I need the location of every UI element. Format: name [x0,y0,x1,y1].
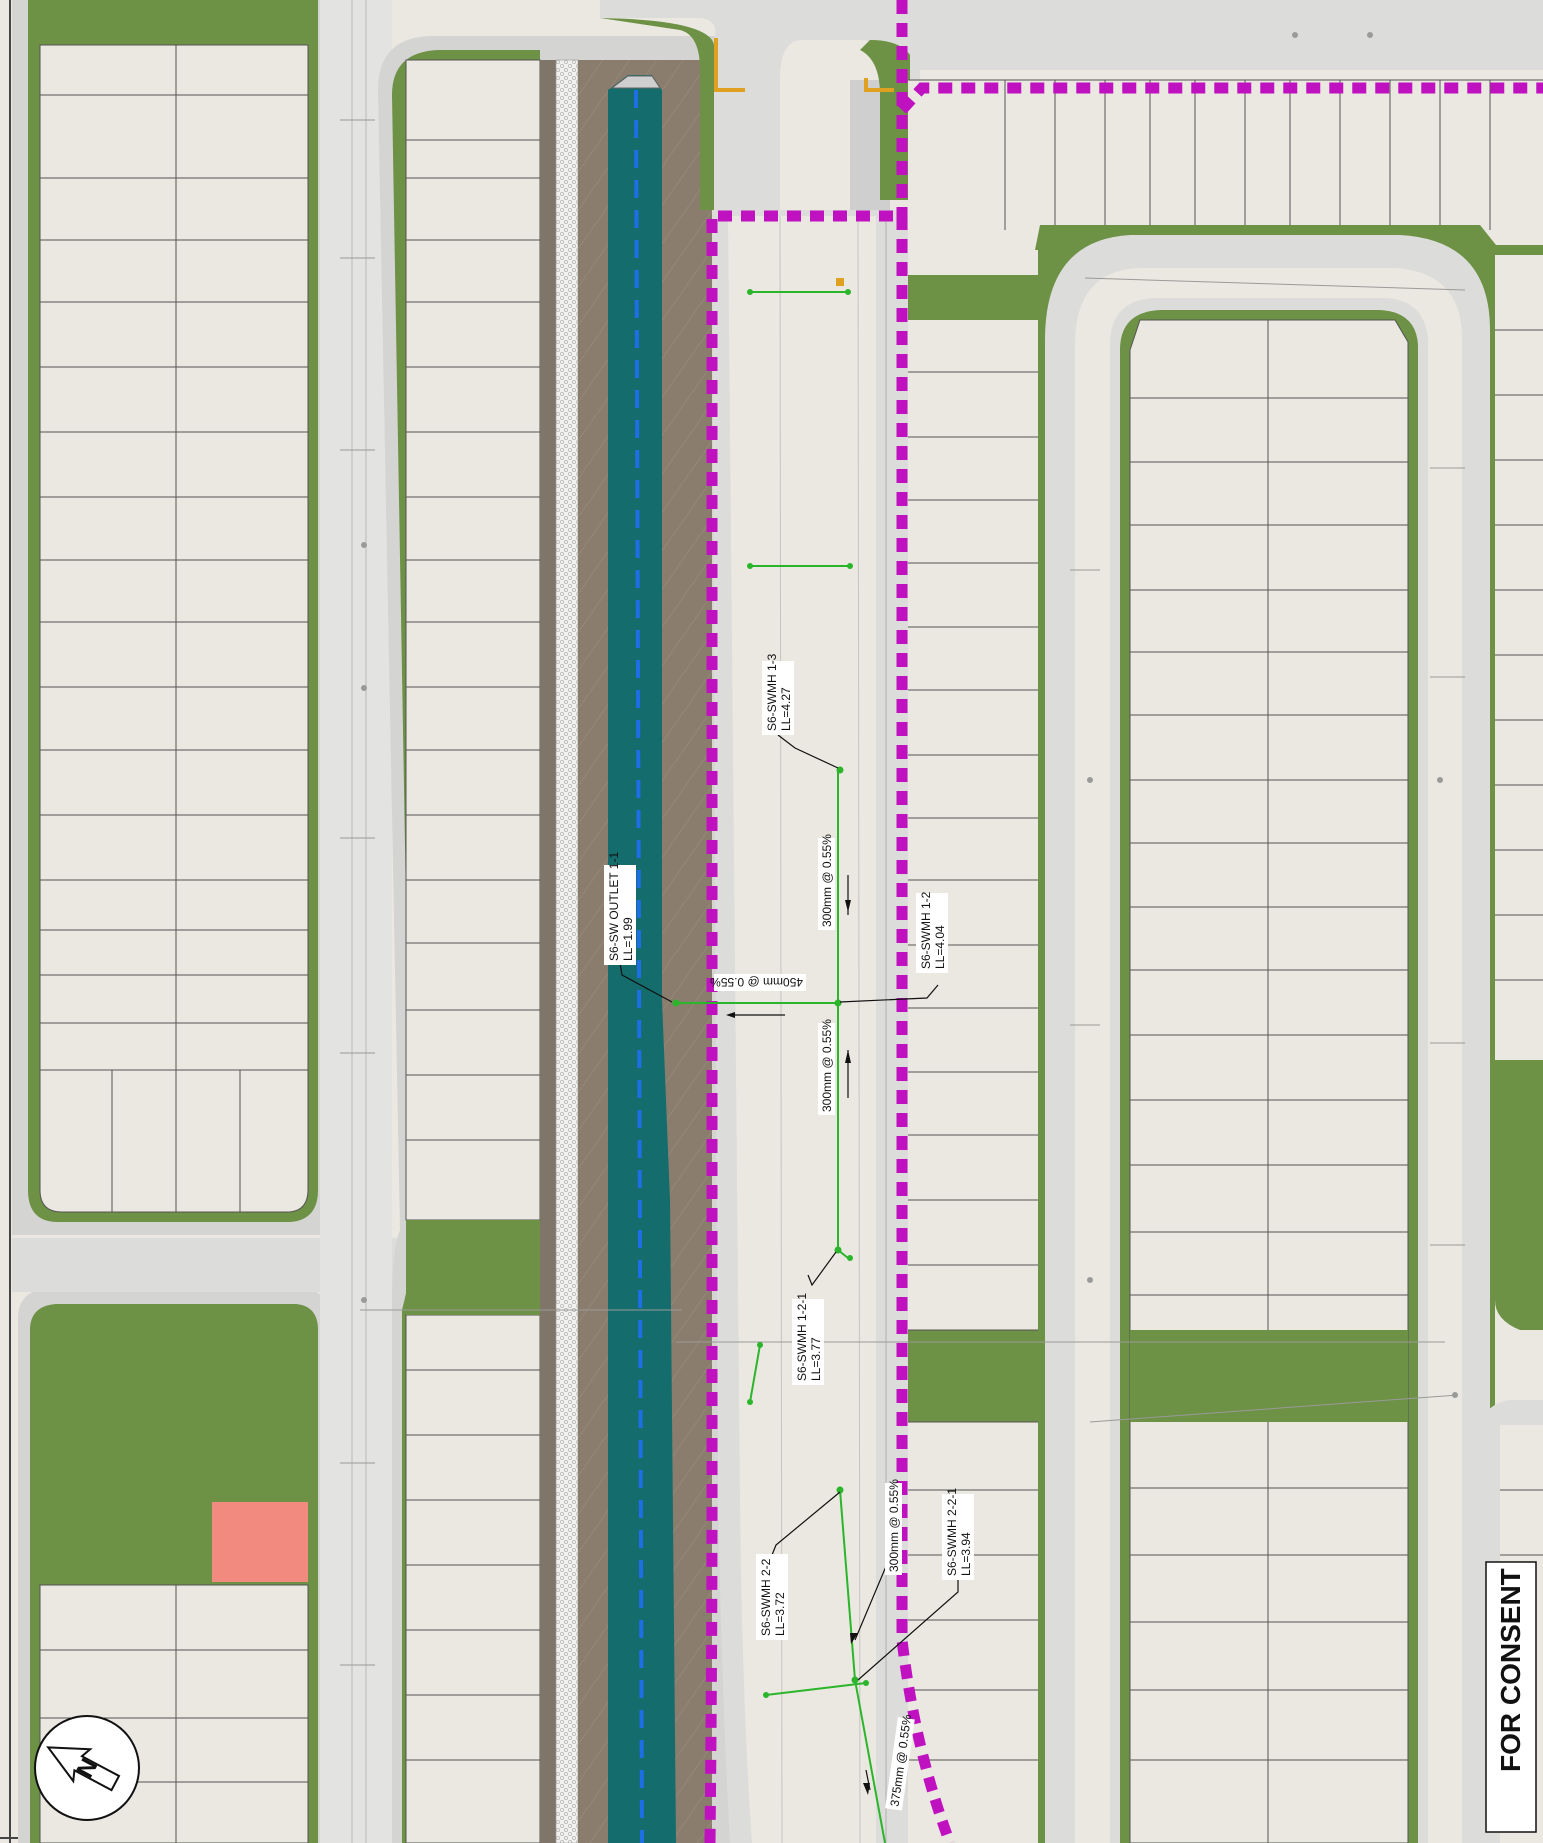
label-swmh-2-2: S6-SWMH 2-2 LL=3.72 [756,1554,788,1640]
pipe-300-a-text: 300mm @ 0.55% [820,834,834,927]
label-swmh-1-2-1: S6-SWMH 1-2-1 LL=3.77 [792,1293,824,1385]
road-ns-main [712,210,908,1843]
swmh-1-2-1-name: S6-SWMH 1-2-1 [795,1293,809,1381]
pit-marker [836,278,844,286]
stormwater-channel [540,59,712,1843]
swmh-2-2-name: S6-SWMH 2-2 [759,1558,773,1636]
label-swmh-2-2-1: S6-SWMH 2-2-1 LL=3.94 [942,1488,974,1580]
label-outlet: S6-SW OUTLET 1-1 LL=1.99 [604,852,636,965]
label-swmh-1-2: S6-SWMH 1-2 LL=4.04 [916,891,948,973]
right-top-lots [908,79,1543,250]
for-consent-text: FOR CONSENT [1495,1568,1526,1772]
inner-green-strip [1130,1330,1408,1422]
for-consent-stamp: FOR CONSENT [1485,1561,1537,1833]
label-swmh-1-3: S6-SWMH 1-3 LL=4.27 [762,653,794,735]
pipe-450-text: 450mm @ 0.55% [710,975,803,989]
label-pipe-300-c: 300mm @ 0.55% [885,1479,902,1575]
outlet-name: S6-SW OUTLET 1-1 [607,852,621,961]
pink-parcel [212,1502,308,1582]
swmh-1-2-name: S6-SWMH 1-2 [919,891,933,969]
label-pipe-300-b: 300mm @ 0.55% [818,1019,835,1115]
left-block-upper [12,0,320,1235]
flow-arrows [726,900,870,1795]
left-block-lower [18,1288,330,1843]
inner-block-lower-lots [1130,1422,1408,1843]
swmh-1-3-name: S6-SWMH 1-3 [765,653,779,731]
utility-lines [340,32,1466,1666]
swmh-1-3-ll: LL=4.27 [779,687,793,731]
stormwater-network [676,291,886,1843]
label-pipe-450: 450mm @ 0.55% [710,974,806,991]
label-pipe-300-a: 300mm @ 0.55% [818,834,835,930]
inner-block-lots [1130,320,1408,1330]
swmh-2-2-ll: LL=3.72 [773,1592,787,1636]
swmh-2-2-1-name: S6-SWMH 2-2-1 [945,1488,959,1576]
right-lots-column [908,270,1038,1843]
swmh-2-2-1-ll: LL=3.94 [959,1532,973,1576]
pipe-300-b-text: 300mm @ 0.55% [820,1019,834,1112]
outlet-ll: LL=1.99 [621,917,635,961]
north-arrow: N [34,1715,140,1821]
swmh-1-2-ll: LL=4.04 [933,925,947,969]
road-ns-left [320,0,392,1843]
pipe-300-c-text: 300mm @ 0.55% [887,1479,901,1572]
site-boundary [704,0,1543,1843]
manholes [672,289,869,1698]
swmh-1-2-1-ll: LL=3.77 [809,1337,823,1381]
loop-road [1038,235,1543,1843]
